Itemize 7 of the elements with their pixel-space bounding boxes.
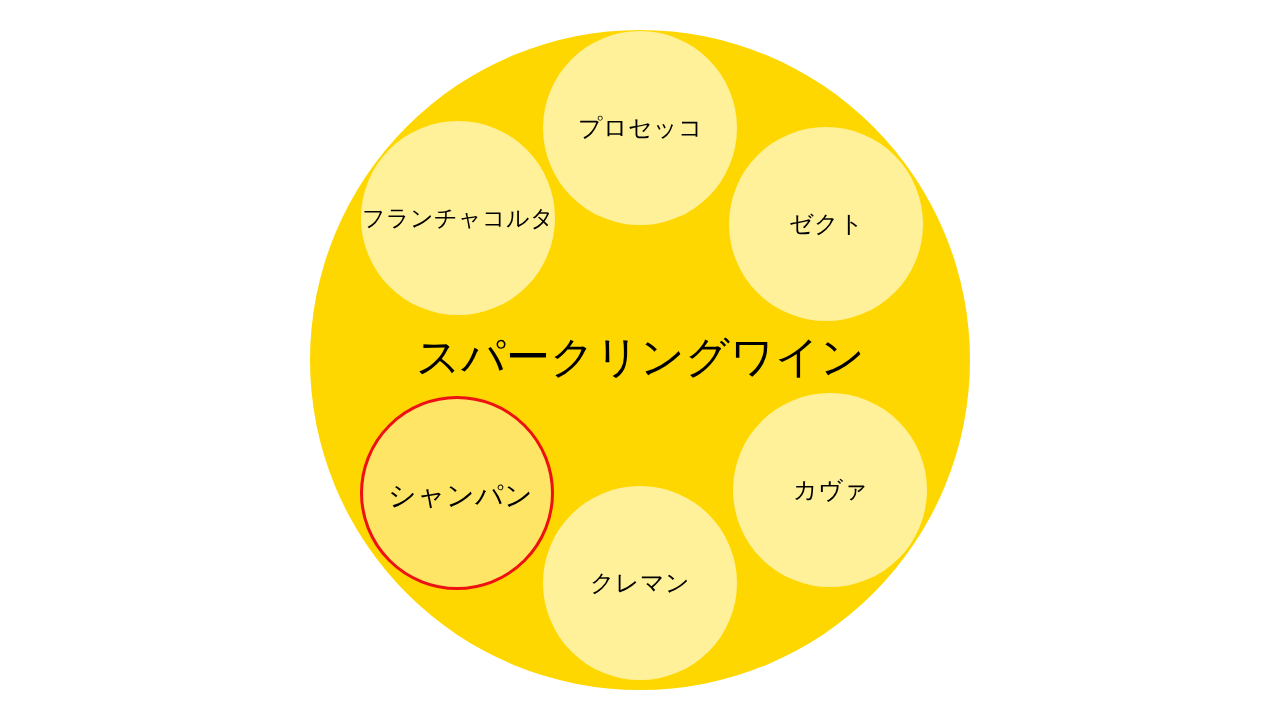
variety-label: ゼクト (788, 209, 864, 240)
variety-label: シャンパン (387, 478, 533, 514)
category-label: スパークリングワイン (415, 329, 865, 384)
variety-label: クレマン (590, 568, 690, 599)
variety-label: プロセッコ (577, 113, 703, 144)
variety-label: カヴァ (792, 475, 868, 506)
variety-label: フランチャコルタ (362, 203, 554, 233)
